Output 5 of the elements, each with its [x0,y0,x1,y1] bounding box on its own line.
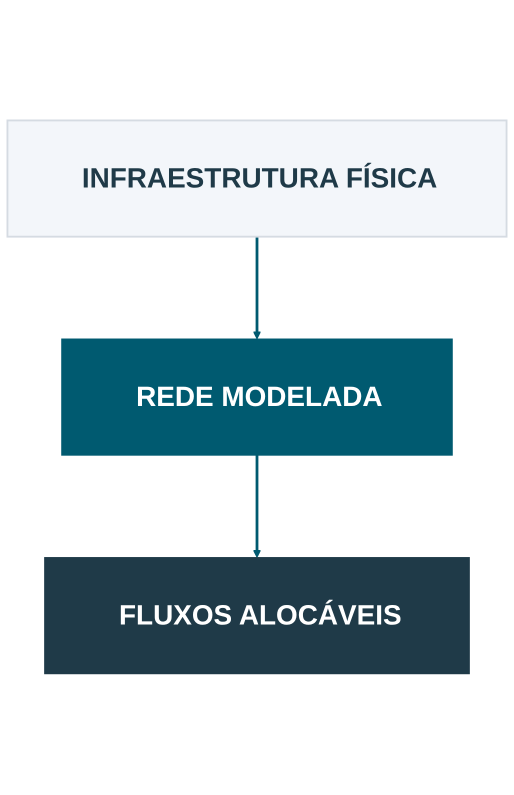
node-box: REDE MODELADA [61,338,453,456]
arrow [252,237,262,340]
node-box: FLUXOS ALOCÁVEIS [44,557,470,675]
node-box: INFRAESTRUTURA FÍSICA [6,120,508,238]
arrow [252,456,262,558]
